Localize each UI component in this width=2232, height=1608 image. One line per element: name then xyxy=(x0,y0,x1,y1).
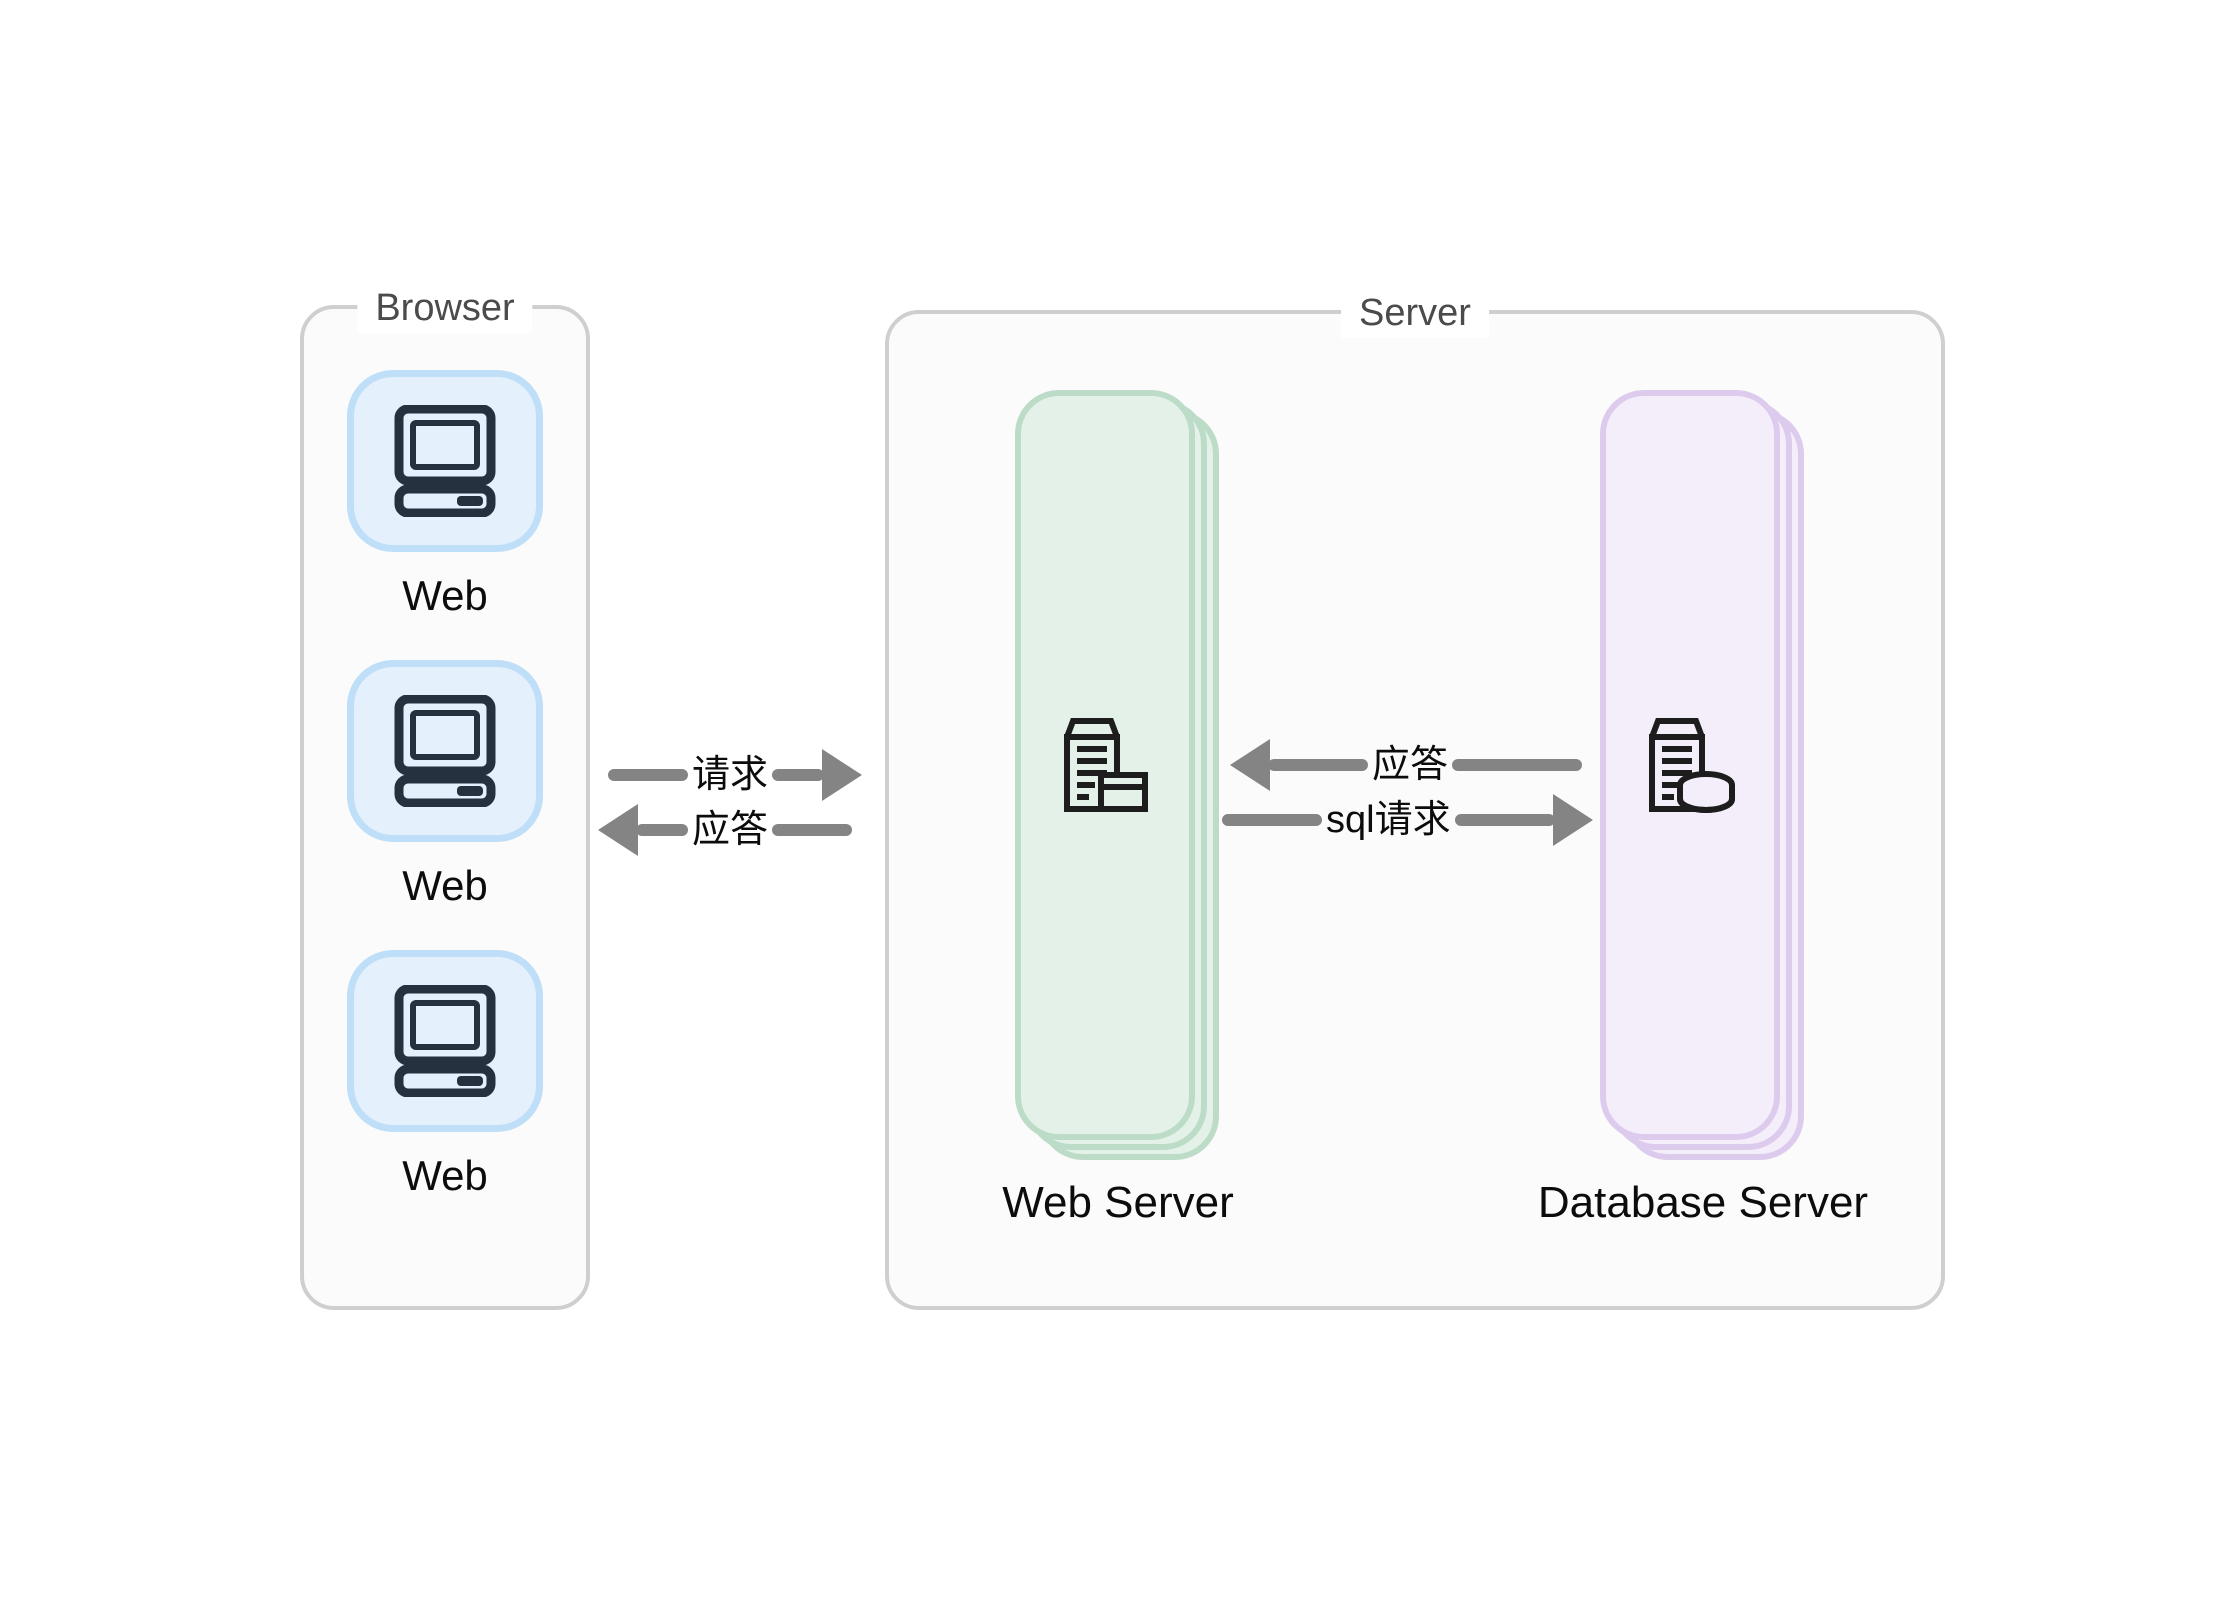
arrow-request-line-left xyxy=(608,769,688,781)
arrow-db-reply-line-left xyxy=(1268,759,1368,771)
arrow-response-label: 应答 xyxy=(692,809,769,851)
database-building-icon xyxy=(1649,718,1735,813)
arrow-db-reply-head-icon xyxy=(1230,739,1270,791)
client-tile-2[interactable] xyxy=(347,660,543,842)
client-node-2[interactable]: Web xyxy=(300,660,590,912)
arrow-db-reply-line-right xyxy=(1452,759,1583,771)
desktop-computer-icon xyxy=(394,695,496,807)
client-tile-3[interactable] xyxy=(347,950,543,1132)
database-server-node[interactable] xyxy=(1600,390,1804,1160)
arrow-sql-request-label: sql请求 xyxy=(1326,799,1451,841)
client-node-1[interactable]: Web xyxy=(300,370,590,622)
arrow-response-line-left xyxy=(636,824,688,836)
server-group-label: Server xyxy=(1341,288,1489,338)
database-server-label: Database Server xyxy=(1537,1178,1869,1227)
arrow-sql-request-line-left xyxy=(1222,814,1322,826)
client-node-3[interactable]: Web xyxy=(300,950,590,1202)
client-tile-1[interactable] xyxy=(347,370,543,552)
web-server-label: Web Server xyxy=(1002,1178,1234,1227)
database-server-stack-layer-1 xyxy=(1600,390,1780,1140)
arrow-sql-request-head-icon xyxy=(1552,794,1593,846)
arrow-db-reply: 应答 xyxy=(1230,735,1583,795)
database-server-icon-holder xyxy=(1600,390,1780,1140)
client-label-3: Web xyxy=(402,1152,488,1199)
web-server-icon-holder xyxy=(1015,390,1195,1140)
arrow-sql-request: sql请求 xyxy=(1222,790,1593,850)
client-label-1: Web xyxy=(402,572,488,619)
arrow-request-label: 请求 xyxy=(692,754,769,796)
web-server-node[interactable] xyxy=(1015,390,1219,1160)
arrow-request: 请求 xyxy=(608,745,863,805)
web-server-stack-layer-1 xyxy=(1015,390,1195,1140)
arrow-db-reply-label: 应答 xyxy=(1372,744,1449,786)
arrow-request-head-icon xyxy=(822,749,863,801)
server-building-icon xyxy=(1064,718,1148,812)
arrow-response-line-right xyxy=(772,824,853,836)
arrow-response-head-icon xyxy=(598,804,638,856)
arrow-request-line-right xyxy=(772,769,825,781)
arrow-response: 应答 xyxy=(598,800,853,860)
desktop-computer-icon xyxy=(394,985,496,1097)
arrow-sql-request-line-right xyxy=(1454,814,1555,826)
desktop-computer-icon xyxy=(394,405,496,517)
client-label-2: Web xyxy=(402,862,488,909)
browser-group-label: Browser xyxy=(357,283,533,333)
